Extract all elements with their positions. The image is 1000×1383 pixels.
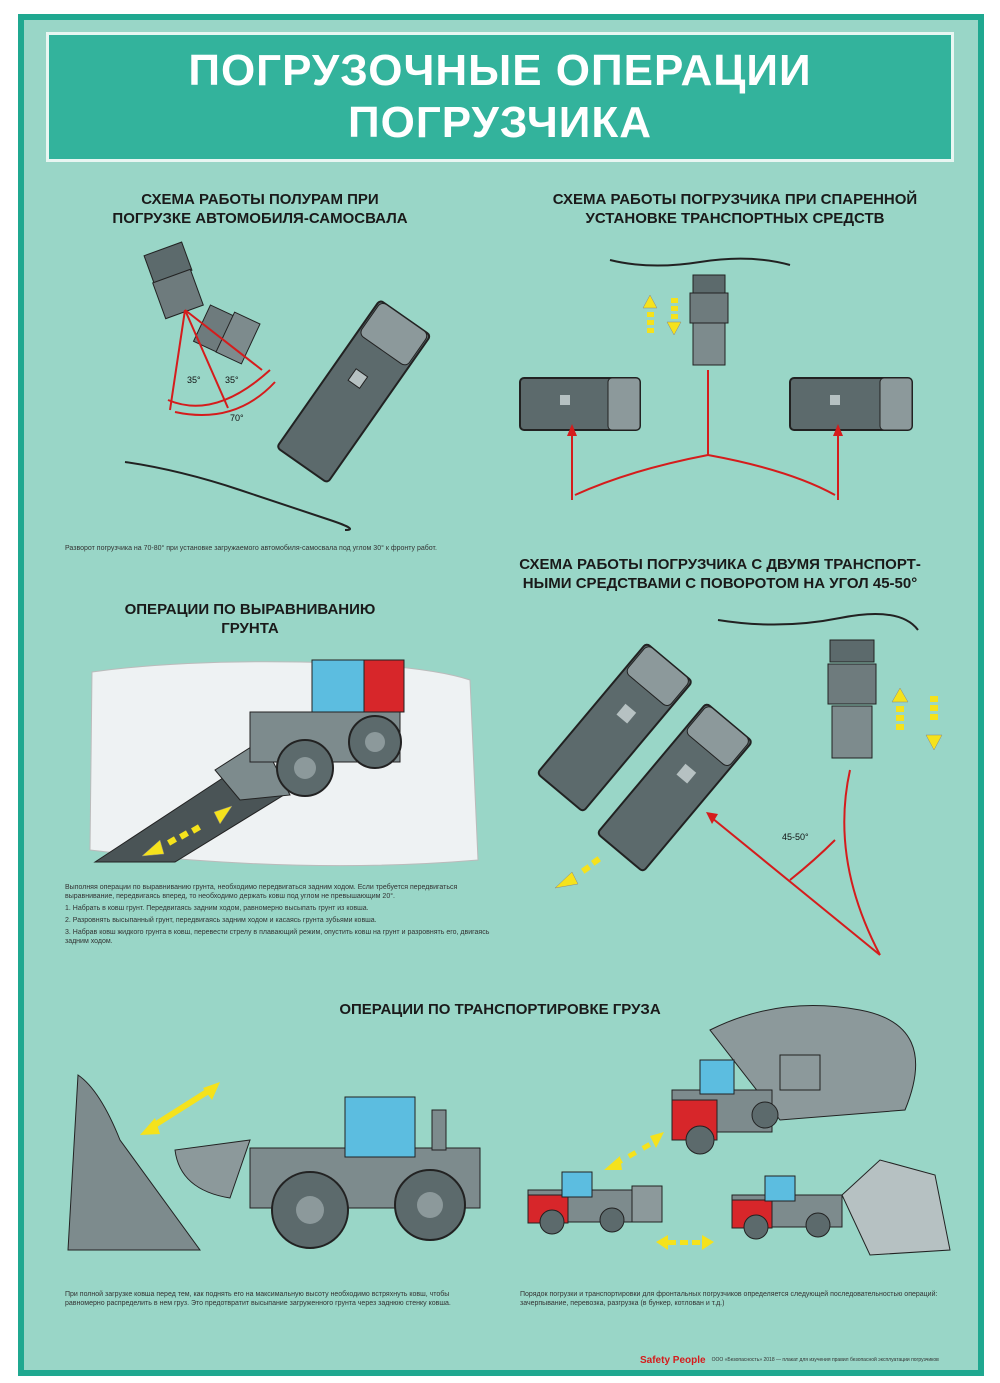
- yellow-arrows-icon: [891, 687, 943, 751]
- section-title-transport: ОПЕРАЦИИ ПО ТРАНСПОРТИРОВКЕ ГРУЗА: [339, 1001, 661, 1018]
- section-title-leveling-line2: ГРУНТА: [221, 620, 279, 637]
- section-title-leveling-line1: ОПЕРАЦИИ ПО ВЫРАВНИВАНИЮ: [124, 601, 376, 618]
- red-loader-right-icon: [731, 1159, 951, 1256]
- yellow-arrows-icon: [642, 294, 682, 336]
- caption-transport-left: При полной загрузке ковша перед тем, как…: [65, 1291, 451, 1307]
- angle-label-45-50: 45-50°: [782, 832, 809, 842]
- red-path-arrows: [711, 769, 881, 956]
- truck-lower-icon: [597, 703, 752, 872]
- yellow-dashed-arrows-icon: [604, 1132, 714, 1250]
- section-title-two-vehicles-line2: НЫМИ СРЕДСТВАМИ С ПОВОРОТОМ НА УГОЛ 45-5…: [522, 575, 918, 592]
- section-title-two-vehicles-line1: СХЕМА РАБОТЫ ПОГРУЗЧИКА С ДВУМЯ ТРАНСПОР…: [519, 556, 921, 573]
- section-title-leveling: ОПЕРАЦИИ ПО ВЫРАВНИВАНИЮ ГРУНТА: [90, 600, 410, 638]
- red-path-arrows: [571, 370, 839, 500]
- caption-transport-right: Порядок погрузки и транспортировки для ф…: [520, 1291, 938, 1307]
- angle-label-right: 35°: [225, 375, 239, 385]
- truck-upper-icon: [537, 643, 692, 812]
- truck-left-icon: [519, 377, 641, 431]
- footer: Safety People ООО «Безопасность» 2018 — …: [640, 1352, 960, 1368]
- caption-leveling-step-1: 1. Набрать в ковш грунт. Передвигаясь за…: [65, 905, 369, 912]
- publisher-imprint: ООО «Безопасность» 2018 — плакат для изу…: [711, 1357, 939, 1363]
- red-loader-left-icon: [527, 1171, 663, 1235]
- section-title-half-turn: СХЕМА РАБОТЫ ПОЛУРАМ ПРИ ПОГРУЗКЕ АВТОМО…: [90, 190, 430, 228]
- section-title-paired: СХЕМА РАБОТЫ ПОГРУЗЧИКА ПРИ СПАРЕННОЙ УС…: [520, 190, 950, 228]
- yellow-double-arrow-icon: [148, 1087, 212, 1131]
- loader-leveling-icon: [214, 659, 405, 801]
- section-title-paired-line2: УСТАНОВКЕ ТРАНСПОРТНЫХ СРЕДСТВ: [585, 210, 885, 227]
- caption-leveling-step-3: 3. Набрав ковш жидкого грунта в ковш, пе…: [65, 929, 490, 945]
- dump-truck-icon: [277, 300, 431, 483]
- section-title-half-turn-line2: ПОГРУЗКЕ АВТОМОБИЛЯ-САМОСВАЛА: [112, 210, 408, 227]
- caption-leveling: Выполняя операции по выравниванию грунта…: [65, 883, 495, 949]
- page-title-line1: ПОГРУЗОЧНЫЕ ОПЕРАЦИИ: [188, 46, 812, 95]
- page-title-line2: ПОГРУЗЧИКА: [348, 98, 652, 147]
- yellow-arrow-leveling-icon: [141, 805, 233, 857]
- angle-lines: [167, 309, 276, 416]
- section-title-two-vehicles: СХЕМА РАБОТЫ ПОГРУЗЧИКА С ДВУМЯ ТРАНСПОР…: [490, 555, 950, 593]
- publisher-logo: Safety People: [640, 1354, 706, 1366]
- section-title-half-turn-line1: СХЕМА РАБОТЫ ПОЛУРАМ ПРИ: [141, 191, 379, 208]
- angle-label-left: 35°: [187, 375, 201, 385]
- front-edge-line: [609, 257, 791, 267]
- caption-half-turn: Разворот погрузчика на 70-80° при устано…: [65, 545, 437, 552]
- loader-topview-icon: [143, 241, 261, 365]
- rock-pile-left: [67, 1074, 201, 1251]
- caption-leveling-intro: Выполняя операции по выравниванию грунта…: [65, 884, 458, 900]
- angle-label-total: 70°: [230, 413, 244, 423]
- slope-edge-line: [124, 461, 351, 531]
- truck-right-icon: [789, 377, 913, 431]
- red-loader-top-icon: [671, 1054, 821, 1155]
- loader-topview-icon: [689, 274, 729, 366]
- yellow-arrow-diagonal-icon: [554, 856, 601, 889]
- title-banner: ПОГРУЗОЧНЫЕ ОПЕРАЦИИ ПОГРУЗЧИКА: [46, 32, 954, 162]
- section-title-paired-line1: СХЕМА РАБОТЫ ПОГРУЗЧИКА ПРИ СПАРЕННОЙ: [552, 191, 918, 208]
- loader-topview-icon: [827, 639, 877, 759]
- loader-side-icon: [174, 1096, 481, 1249]
- caption-leveling-step-2: 2. Разровнять высыпанный грунт, передвиг…: [65, 917, 377, 924]
- front-edge-line: [717, 613, 919, 631]
